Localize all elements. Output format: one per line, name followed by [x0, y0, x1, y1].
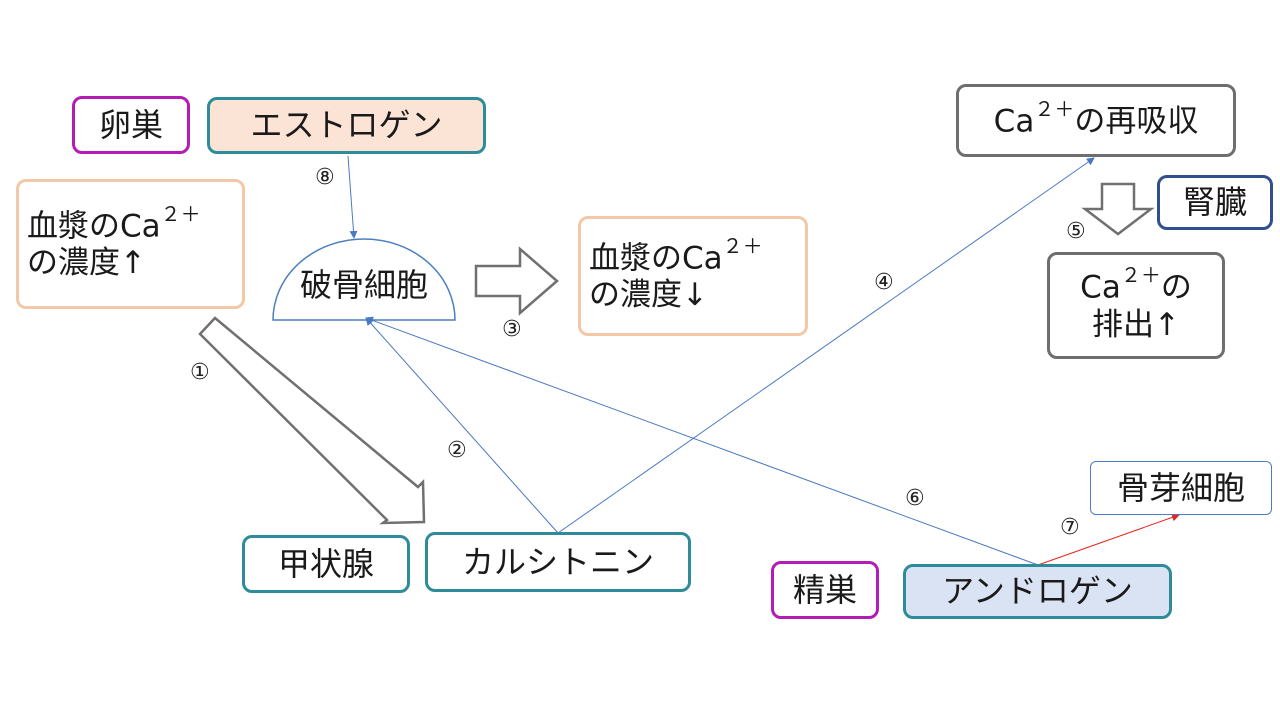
arrow-androgen-to-osteoblast	[1037, 513, 1180, 566]
label-7: ⑦	[1060, 515, 1080, 540]
ca-reabsorption-label: Ca２＋の再吸収	[993, 96, 1199, 140]
osteoclast-shape	[272, 238, 456, 321]
thyroid-label: 甲状腺	[277, 544, 374, 583]
plasma-ca-up-line1: 血漿のCa２＋	[27, 201, 201, 244]
arrow-calcitonin-to-reabsorption	[557, 157, 1095, 534]
osteoblast-label: 骨芽細胞	[1116, 468, 1245, 507]
arrow-androgen-to-osteoclast	[365, 316, 1039, 566]
plasma-ca-up-line2: の濃度↑	[27, 245, 146, 282]
estrogen-label: エストロゲン	[250, 106, 443, 145]
thyroid-box: 甲状腺	[242, 535, 410, 593]
osteoclast-label-box: 破骨細胞	[278, 262, 450, 308]
ovary-box: 卵巣	[72, 96, 190, 154]
ca-excretion-box: Ca２＋の 排出↑	[1047, 252, 1225, 359]
kidney-label: 腎臓	[1182, 183, 1247, 222]
plasma-ca-down-line1: 血漿のCa２＋	[589, 233, 763, 276]
label-3: ③	[502, 317, 522, 342]
label-6: ⑥	[905, 486, 925, 511]
testis-box: 精巣	[771, 561, 879, 619]
plasma-ca-down-line2: の濃度↓	[589, 277, 708, 314]
label-5: ⑤	[1066, 219, 1086, 244]
arrow-calcitonin-to-osteoclast	[365, 317, 559, 534]
plasma-ca-up-box: 血漿のCa２＋ の濃度↑	[16, 179, 245, 309]
plasma-ca-down-box: 血漿のCa２＋ の濃度↓	[578, 216, 808, 336]
ca-reabsorption-box: Ca２＋の再吸収	[956, 84, 1236, 157]
label-8: ⑧	[315, 165, 335, 190]
ca-excretion-line1: Ca２＋の	[1080, 263, 1192, 306]
osteoclast-label: 破骨細胞	[299, 265, 428, 304]
estrogen-box: エストロゲン	[207, 97, 486, 154]
ca-excretion-line2: 排出↑	[1092, 306, 1180, 343]
arrow-estrogen-to-osteoclast	[347, 155, 358, 239]
testis-label: 精巣	[792, 570, 857, 609]
label-4: ④	[874, 270, 894, 295]
ovary-label: 卵巣	[98, 105, 163, 144]
osteoblast-box: 骨芽細胞	[1090, 461, 1272, 515]
calcitonin-box: カルシトニン	[425, 532, 691, 592]
androgen-label: アンドロゲン	[942, 572, 1133, 611]
kidney-box: 腎臓	[1157, 175, 1273, 230]
outline-arrow-to-plasma-down	[474, 246, 559, 316]
label-2: ②	[447, 438, 467, 463]
androgen-box: アンドロゲン	[903, 564, 1172, 619]
outline-arrow-down-to-excretion	[1081, 182, 1155, 236]
calcitonin-label: カルシトニン	[461, 542, 654, 581]
outline-arrow-to-thyroid	[198, 316, 426, 525]
label-1: ①	[190, 360, 210, 385]
